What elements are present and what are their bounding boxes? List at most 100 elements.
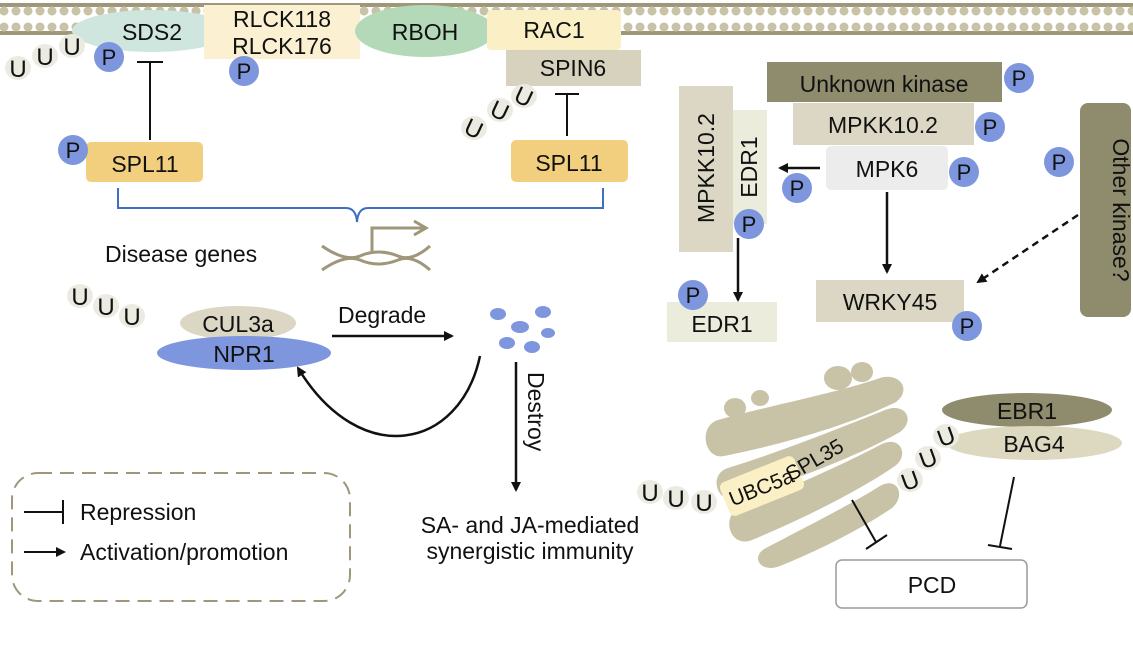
lipid-head: [59, 6, 69, 16]
phosphate-icon: P: [229, 56, 259, 86]
spl11-right-label: SPL11: [535, 150, 602, 176]
ubiquitin-label: U: [510, 81, 537, 113]
lipid-head: [659, 22, 669, 32]
ubiquitin-label: U: [71, 284, 88, 311]
cul3a-node: [180, 306, 296, 340]
lipid-head: [71, 6, 81, 16]
transcription-start-arrow: [370, 226, 424, 252]
phosphate-label: P: [102, 45, 117, 70]
ubiquitin-label: U: [486, 95, 513, 127]
phosphate-icon: P: [94, 42, 124, 72]
lipid-head: [1103, 6, 1113, 16]
phosphate-circle: [949, 157, 979, 187]
ebr1-node: [942, 393, 1112, 427]
lipid-head: [1115, 22, 1125, 32]
rlck118-label: RLCK118: [233, 6, 331, 32]
lipid-head: [1007, 6, 1017, 16]
lipid-head: [863, 6, 873, 16]
recycle-arrow: [296, 355, 482, 438]
lipid-head: [1019, 22, 1029, 32]
lipid-head: [47, 6, 57, 16]
phosphate-circle: [1044, 147, 1074, 177]
phosphate-icon: P: [1004, 63, 1034, 93]
lipid-head: [479, 6, 489, 16]
ubiquitin-label: U: [460, 113, 487, 145]
lipid-head: [731, 22, 741, 32]
lipid-head: [695, 6, 705, 16]
lipid-head: [851, 6, 861, 16]
lipid-head: [779, 6, 789, 16]
lipid-head: [1079, 22, 1089, 32]
phosphate-label: P: [686, 283, 701, 308]
fragment: [541, 328, 555, 338]
fragment: [499, 337, 515, 349]
lipid-head: [839, 22, 849, 32]
other-kinase-label: Other kinase?: [1108, 138, 1133, 281]
lipid-head: [671, 6, 681, 16]
phosphate-label: P: [1052, 150, 1067, 175]
spl11-bracket: [117, 188, 604, 223]
lipid-head: [815, 22, 825, 32]
lipid-head: [95, 6, 105, 16]
lipid-head: [971, 6, 981, 16]
edr1-vertical-node: [733, 110, 767, 224]
lipid-head: [683, 6, 693, 16]
ubiquitin-unit: [93, 294, 119, 318]
lipid-head: [851, 22, 861, 32]
spl11-right-node: [511, 140, 628, 182]
phosphate-circle: [975, 112, 1005, 142]
degraded-fragments-icon: [490, 306, 555, 353]
cul3a-label: CUL3a: [202, 311, 274, 337]
edr1-bottom-node: [667, 302, 777, 342]
npr1-label: NPR1: [213, 341, 274, 367]
bag4-node: [946, 426, 1122, 460]
ubiquitin-label: U: [36, 44, 53, 71]
other-kinase-to-wrky45-arrow: [976, 213, 1079, 284]
lipid-head: [779, 22, 789, 32]
rac1-label: RAC1: [523, 17, 584, 43]
lipid-head: [887, 6, 897, 16]
ubiquitin-unit: [461, 116, 487, 140]
dna-gene-icon: [321, 219, 431, 272]
lipid-head: [719, 22, 729, 32]
golgi-vesicle: [751, 390, 769, 406]
phosphate-label: P: [66, 138, 81, 163]
phosphate-circle: [734, 209, 764, 239]
ubiquitin-unit: [933, 424, 959, 448]
phosphate-circle: [782, 173, 812, 203]
phosphate-icon: P: [975, 112, 1005, 142]
phosphate-circle: [94, 42, 124, 72]
destroy-label: Destroy: [523, 372, 549, 452]
lipid-head: [899, 6, 909, 16]
pcd-node: [835, 559, 1028, 609]
immunity-label-line2: synergistic immunity: [426, 538, 634, 564]
lipid-head: [1019, 6, 1029, 16]
phosphate-icon: P: [58, 135, 88, 165]
ubiquitin-unit: [691, 490, 717, 514]
lipid-head: [995, 22, 1005, 32]
lipid-head: [935, 22, 945, 32]
lipid-head: [671, 22, 681, 32]
spl11-left-node: [86, 142, 203, 182]
legend-activation-label: Activation/promotion: [80, 539, 288, 565]
phosphate-icon: P: [734, 209, 764, 239]
lipid-head: [935, 6, 945, 16]
lipid-head: [23, 22, 33, 32]
lipid-head: [959, 22, 969, 32]
phosphate-circle: [678, 280, 708, 310]
phosphate-icon: P: [949, 157, 979, 187]
ubiquitin-label: U: [934, 422, 960, 453]
rlck118-node: [204, 5, 360, 32]
lipid-head: [875, 6, 885, 16]
ubiquitin-label: U: [667, 486, 684, 513]
legend-repression-label: Repression: [80, 499, 196, 525]
lipid-head: [983, 6, 993, 16]
golgi-cisterna-bottom: [729, 441, 903, 542]
lipid-head: [1067, 22, 1077, 32]
phosphate-circle: [952, 311, 982, 341]
fragment: [490, 308, 506, 320]
ebr1-label: EBR1: [997, 398, 1057, 424]
rac1-node: [487, 10, 621, 50]
